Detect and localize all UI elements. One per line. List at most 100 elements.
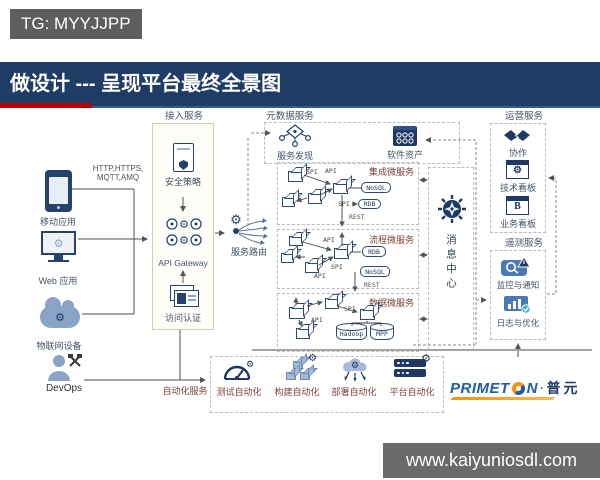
- cube-icon: [325, 298, 339, 309]
- service-discovery-icon: [278, 124, 312, 148]
- web-app-label: Web 应用: [38, 276, 78, 286]
- cube-icon: [305, 262, 319, 273]
- smartphone-icon: [45, 170, 72, 212]
- cube-icon: [289, 307, 305, 319]
- gear-icon: ⚙: [308, 353, 317, 364]
- bitcoin-icon: B: [514, 201, 521, 212]
- svg-text:⚙: ⚙: [351, 360, 359, 370]
- header-bar: 做设计 --- 呈现平台最终全景图: [0, 62, 600, 108]
- spi-tag: SPI: [331, 263, 343, 271]
- nosql-store: NoSQL: [361, 182, 391, 193]
- test-automation-label: 测试自动化: [216, 387, 262, 397]
- build-automation-icon: ⚙: [283, 353, 317, 382]
- rack-dot: [406, 361, 409, 365]
- automation-panel: [210, 356, 444, 413]
- rack-dot: [401, 361, 404, 365]
- service-routing-label: 服务路由: [230, 247, 267, 257]
- cube-icon: [296, 328, 310, 339]
- protocols-line1: HTTP,HTTPS,: [92, 164, 144, 173]
- automation-service-title: 自动化服务: [162, 386, 208, 396]
- mobile-app-label: 移动应用: [39, 217, 76, 227]
- hadoop-label: Hadoop: [339, 330, 364, 338]
- iot-device-label: 物联网设备: [36, 341, 82, 351]
- mpp-label: MPP: [376, 330, 388, 338]
- monitor-stand: [54, 255, 63, 260]
- software-assets-label: 软件资产: [386, 150, 423, 160]
- spi-tag: SPI: [344, 305, 356, 313]
- spi-tag: SPI: [338, 200, 350, 208]
- log-optimize-label: 日志与优化: [496, 318, 540, 328]
- window-titlebar: [507, 197, 528, 201]
- logo-text: N: [526, 379, 539, 397]
- gear-icon: ⚙: [421, 353, 431, 365]
- access-service-title: 接入服务: [164, 111, 203, 122]
- message-center-label: 消息中心: [445, 234, 457, 292]
- gear-icon: ⚙: [53, 237, 64, 250]
- build-automation-label: 构建自动化: [274, 387, 320, 397]
- protocols-line2: MQTT,AMQ: [96, 173, 140, 183]
- iot-cloud-icon: ⚙: [40, 297, 80, 328]
- monitoring-label: 监控与通知: [496, 280, 540, 290]
- svg-text:⚙: ⚙: [246, 359, 254, 369]
- platform-automation-label: 平台自动化: [389, 387, 435, 397]
- compass-icon: [438, 195, 466, 223]
- monitor-base: [48, 260, 69, 262]
- process-microservice-panel: [277, 229, 419, 289]
- gear-icon: ⚙: [513, 165, 522, 176]
- watermark: www.kaiyuniosdl.com: [383, 443, 600, 478]
- auth-line: [188, 299, 196, 301]
- window-titlebar: [507, 161, 528, 165]
- nosql-store: NoSQL: [360, 266, 390, 277]
- rack-dot: [406, 371, 409, 375]
- rack-row: [394, 369, 426, 377]
- cube-icon: [289, 236, 303, 246]
- biz-board-label: 业务看板: [499, 219, 536, 229]
- tg-badge: TG: MYYJJPP: [10, 9, 142, 39]
- security-policy-icon: [173, 143, 194, 172]
- auth-label: 访问认证: [164, 313, 201, 323]
- rest-tag: REST: [364, 281, 380, 289]
- test-automation-icon: ⚙: [223, 359, 254, 380]
- page-title: 做设计 --- 呈现平台最终全景图: [10, 73, 282, 95]
- auth-line: [188, 295, 196, 297]
- software-assets-icon: [393, 126, 417, 146]
- cube-icon: [334, 248, 349, 259]
- rack-dot: [397, 371, 400, 375]
- tech-board-icon: ⚙: [506, 160, 529, 179]
- integration-microservice-title: 集成微服务: [368, 167, 414, 177]
- api-tag: API: [325, 167, 337, 175]
- logo-separator: ·: [540, 381, 545, 395]
- logo-text: PRIMET: [450, 379, 510, 397]
- tech-board-label: 技术看板: [499, 183, 536, 193]
- integration-microservice-panel: [277, 162, 419, 225]
- operations-service-title: 运营服务: [504, 111, 543, 122]
- api-gateway-icon: ⚙ ⚙: [166, 218, 202, 247]
- data-microservice-title: 数据微服务: [368, 298, 414, 308]
- monitoring-icon: [501, 256, 531, 276]
- shield-icon: [179, 160, 188, 170]
- operations-panel: [490, 123, 546, 233]
- process-microservice-title: 流程微服务: [368, 235, 414, 245]
- rack-dot: [401, 371, 404, 375]
- mpp-store: MPP: [370, 323, 394, 340]
- cube-icon: [300, 372, 310, 380]
- svg-text:⚙: ⚙: [179, 219, 189, 231]
- rack-dot: [397, 361, 400, 365]
- cube-icon: [282, 197, 295, 207]
- rdb-store: RDB: [358, 199, 381, 209]
- service-discovery-label: 服务发现: [276, 151, 313, 161]
- deploy-automation-label: 部署自动化: [331, 387, 377, 397]
- metadata-service-title: 元数据服务: [266, 111, 314, 122]
- logo-underline: [451, 397, 555, 400]
- devops-label: DevOps: [45, 383, 83, 394]
- logo-o-icon: [511, 381, 525, 395]
- cube-icon: [281, 253, 294, 263]
- log-optimize-icon: [504, 296, 531, 314]
- rack-row: [394, 359, 426, 367]
- api-tag: API: [314, 272, 326, 280]
- security-policy-label: 安全策略: [164, 177, 201, 187]
- cube-icon: [308, 193, 322, 204]
- auth-card-icon: [174, 290, 199, 307]
